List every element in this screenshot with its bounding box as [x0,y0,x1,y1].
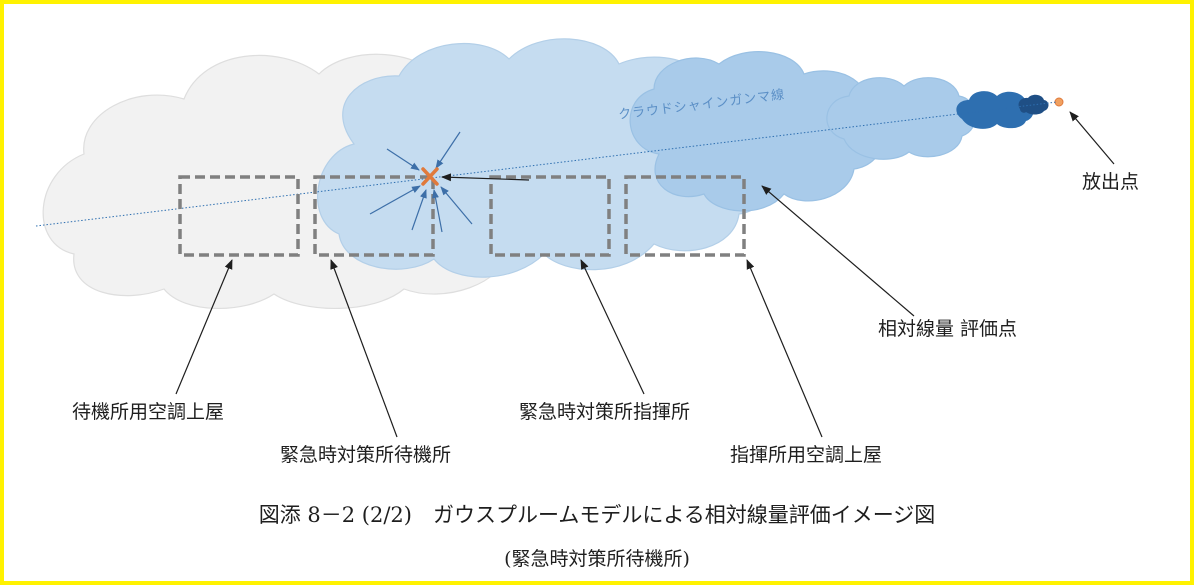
building-standby-ac-roof [178,175,300,257]
callout-release-point [1069,111,1115,165]
release-point-marker [1054,97,1064,107]
label-emergency-standby: 緊急時対策所待機所 [280,444,452,466]
callout-emergency-command [580,259,645,395]
dispersion-cloud-core [956,91,1049,129]
label-evaluation-point: 相対線量 評価点 [878,318,1018,340]
dispersion-cloud-near [629,51,977,212]
callout-evaluation-point [761,185,915,317]
gamma-ray-arrows [369,131,473,233]
building-emergency-standby [313,175,435,257]
building-command-ac-roof [624,175,746,257]
callout-standby-ac-roof [175,259,233,395]
evaluation-point-marker [421,167,439,186]
figure-subcaption: (緊急時対策所待機所) [504,548,690,570]
label-standby-ac-roof: 待機所用空調上屋 [72,401,225,423]
figure-caption: 図添 8－2 (2/2) ガウスプルームモデルによる相対線量評価イメージ図 [258,503,936,527]
callout-arrows [175,111,1115,438]
callout-command-ac-roof [746,259,823,438]
building-emergency-command [489,175,611,257]
callout-emergency-standby [330,259,398,438]
label-emergency-command: 緊急時対策所指揮所 [519,401,691,423]
gaussian-plume-diagram [35,38,1115,438]
building-outlines [178,175,746,257]
label-release-point: 放出点 [1082,171,1140,193]
callout-evaluation-point-2 [441,173,530,182]
label-command-ac-roof: 指揮所用空調上屋 [730,444,883,466]
